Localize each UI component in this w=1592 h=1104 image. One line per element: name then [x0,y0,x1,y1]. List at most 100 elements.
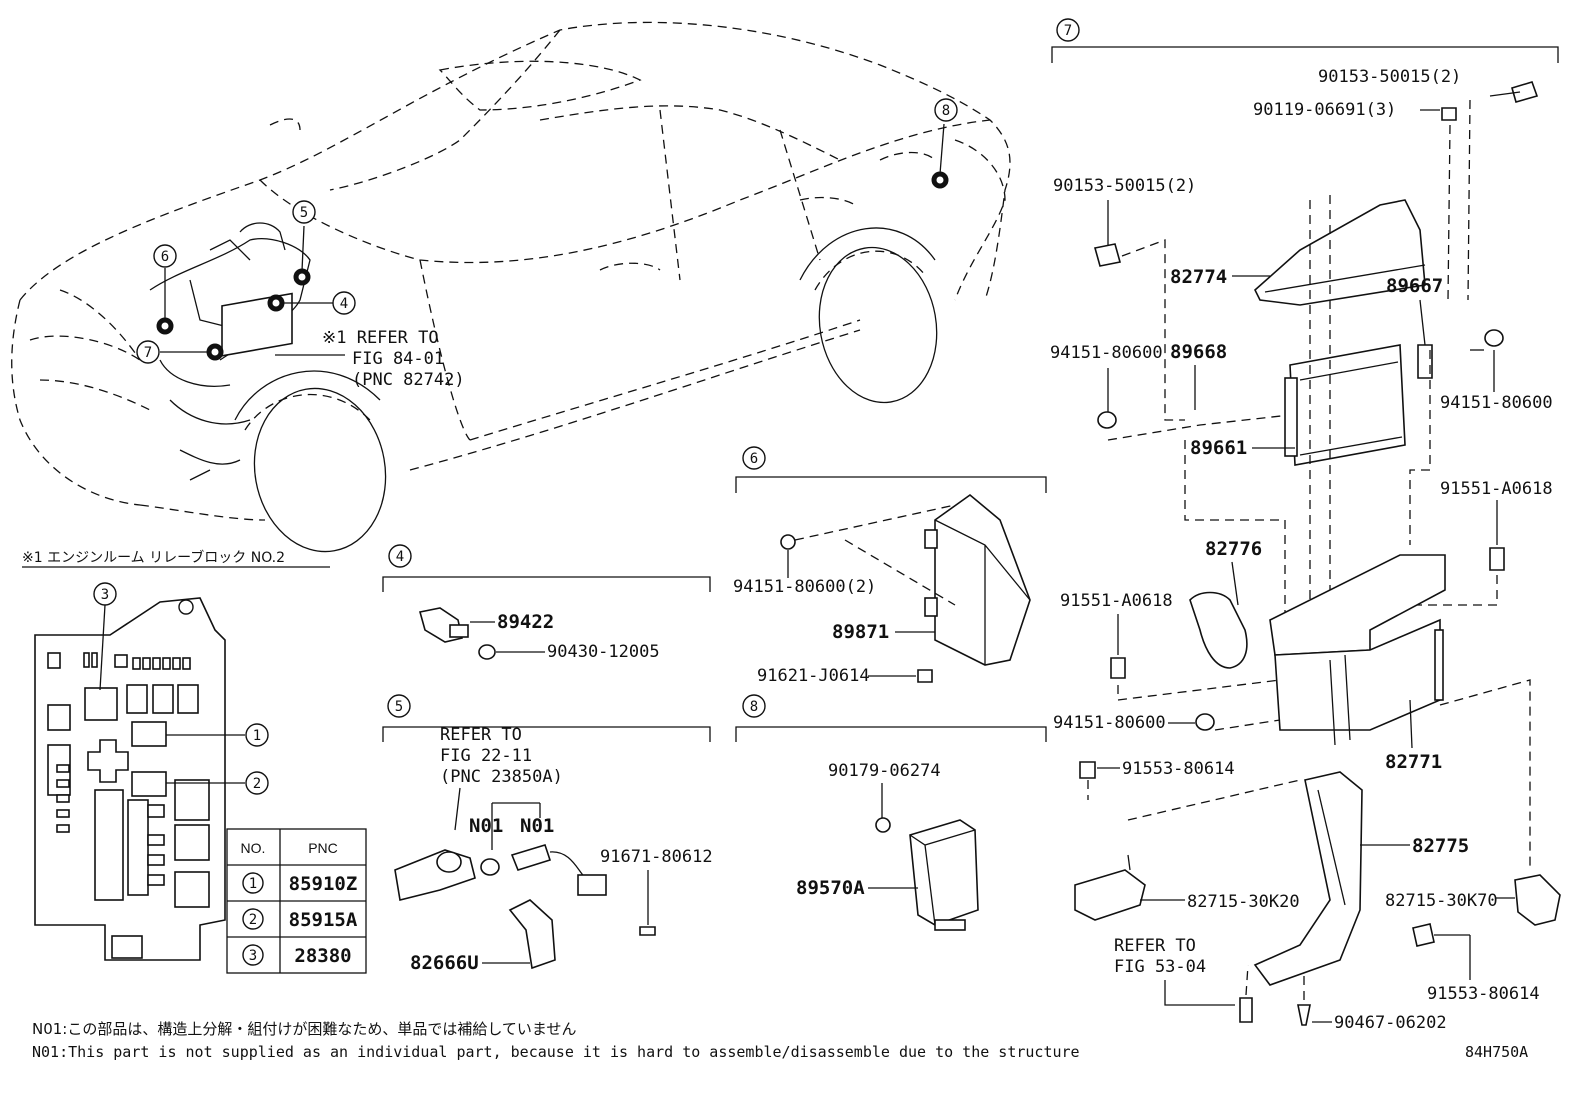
bolt-icon [1079,761,1096,779]
bracket-82715-30K20 [1074,854,1146,921]
sec5-ref-line3: (PNC 23850A) [440,767,563,787]
callout-8: 8 [750,699,758,715]
relay-block-title: ※1 エンジンルーム リレーブロック NO.2 [22,549,285,566]
part-91553-80614-left: 91553-80614 [1122,759,1235,779]
sec5-n01-b: N01 [520,815,554,837]
part-90467-06202: 90467-06202 [1334,1013,1447,1033]
box-82771 [1269,554,1446,746]
clip-icon [1297,1004,1311,1026]
part-94151-80600-right: 94151-80600 [1440,393,1553,413]
table-row3-no: 3 [249,948,257,964]
sec5-n01-a: N01 [469,815,503,837]
table-row2-pnc: 85915A [289,909,358,931]
marker-dot-4 [267,294,285,312]
callout-4: 4 [396,549,404,565]
marker-dot-7 [206,343,224,361]
table-header-pnc: PNC [308,840,338,856]
part-90179-06274: 90179-06274 [828,761,941,781]
part-89667: 89667 [1386,275,1443,297]
part-91671-80612: 91671-80612 [600,847,713,867]
nut-icon [780,534,796,550]
part-89422: 89422 [497,611,554,633]
bracket-82715-30K70-icon [1514,874,1561,926]
ecu-89661 [1284,344,1406,466]
part-82771: 82771 [1385,751,1442,773]
note-english: N01:This part is not supplied as an indi… [32,1043,1080,1061]
callout-7-car: 7 [144,345,152,361]
bolt-icon [1093,243,1122,267]
callout-8-car: 8 [942,103,950,119]
marker-dot-5 [293,268,311,286]
marker-dot-6 [156,317,174,335]
part-82776: 82776 [1205,538,1262,560]
part-82774: 82774 [1170,266,1227,288]
relay-block-section: ※1 エンジンルーム リレーブロック NO.2 [22,549,367,974]
part-91621-J0614: 91621-J0614 [757,666,870,686]
part-82666U: 82666U [410,952,479,974]
callout-6-car: 6 [161,249,169,265]
table-row1-no: 1 [249,876,257,892]
module-89871 [924,493,1031,666]
screw-icon [917,669,933,683]
part-94151-80600-2: 94151-80600(2) [733,577,876,597]
callout-4-car: 4 [340,296,348,312]
sec7-ref-line1: REFER TO [1114,936,1196,956]
nut-icon [1484,329,1504,347]
part-82715-30K20: 82715-30K20 [1187,892,1300,912]
washer-icon [478,644,496,660]
part-91553-80614-right: 91553-80614 [1427,984,1540,1004]
callout-6: 6 [750,451,758,467]
module-89570A [909,819,979,931]
part-82715-30K70: 82715-30K70 [1385,891,1498,911]
part-94151-80600-left: 94151-80600 [1050,343,1163,363]
callout-1-relay: 1 [253,728,261,744]
part-90119-06691-3: 90119-06691(3) [1253,100,1396,120]
part-90430-12005: 90430-12005 [547,642,660,662]
diagram-code: 84H750A [1465,1043,1528,1061]
part-90153-50015-2-top: 90153-50015(2) [1318,67,1461,87]
fuse-row [132,657,191,670]
table-row3-pnc: 28380 [294,945,351,967]
sec5-ref-line1: REFER TO [440,725,522,745]
part-89668: 89668 [1170,341,1227,363]
callout-2-relay: 2 [253,776,261,792]
bolt-icon [1412,923,1435,947]
section-4: 4 89422 90430-12005 [382,544,711,662]
part-94151-80600-lower: 94151-80600 [1053,713,1166,733]
nut-icon [1195,713,1215,731]
sec5-ref-line2: FIG 22-11 [440,746,532,766]
marker-dot-8 [931,171,949,189]
part-91551-A0618-right: 91551-A0618 [1440,479,1553,499]
part-90153-50015-2-left: 90153-50015(2) [1053,176,1196,196]
section-6: 6 94151-80600(2) 89871 91621-J0614 [733,446,1047,686]
callout-5: 5 [395,699,403,715]
cover-82774 [1254,199,1426,306]
part-82775: 82775 [1412,835,1469,857]
duct-82775 [1253,771,1363,986]
table-header-no: NO. [241,840,266,856]
car-note-line2: FIG 84-01 [352,349,444,369]
callout-5-car: 5 [300,205,308,221]
section-7: 7 90153-50015(2) 90119-06691(3) 90153-50… [1050,18,1561,1033]
callout-7: 7 [1064,23,1072,39]
car-note-line1: ※1 REFER TO [322,328,439,348]
table-row1-pnc: 85910Z [289,873,358,895]
sensor-89422 [418,607,469,643]
bolt-icon [1110,657,1126,679]
callout-3-relay: 3 [101,587,109,603]
part-91551-A0618-left: 91551-A0618 [1060,591,1173,611]
duct-82776 [1189,591,1248,669]
car-note-line3: (PNC 82742) [352,370,465,390]
bolt-icon [1239,997,1253,1023]
bolt-icon [639,926,656,936]
relay-pnc-table: NO. PNC 1 85910Z 2 85915A 3 28380 [226,828,367,974]
car-illustration: 6 5 4 7 8 ※1 REFER TO FIG 84-01 (PNC 827… [11,21,1011,553]
part-89661: 89661 [1190,437,1247,459]
bolt-icon [1489,547,1505,571]
bolt-icon [1511,81,1539,103]
part-89570A: 89570A [796,877,865,899]
screw-icon [1441,107,1457,121]
sec7-ref-line2: FIG 53-04 [1114,957,1206,977]
